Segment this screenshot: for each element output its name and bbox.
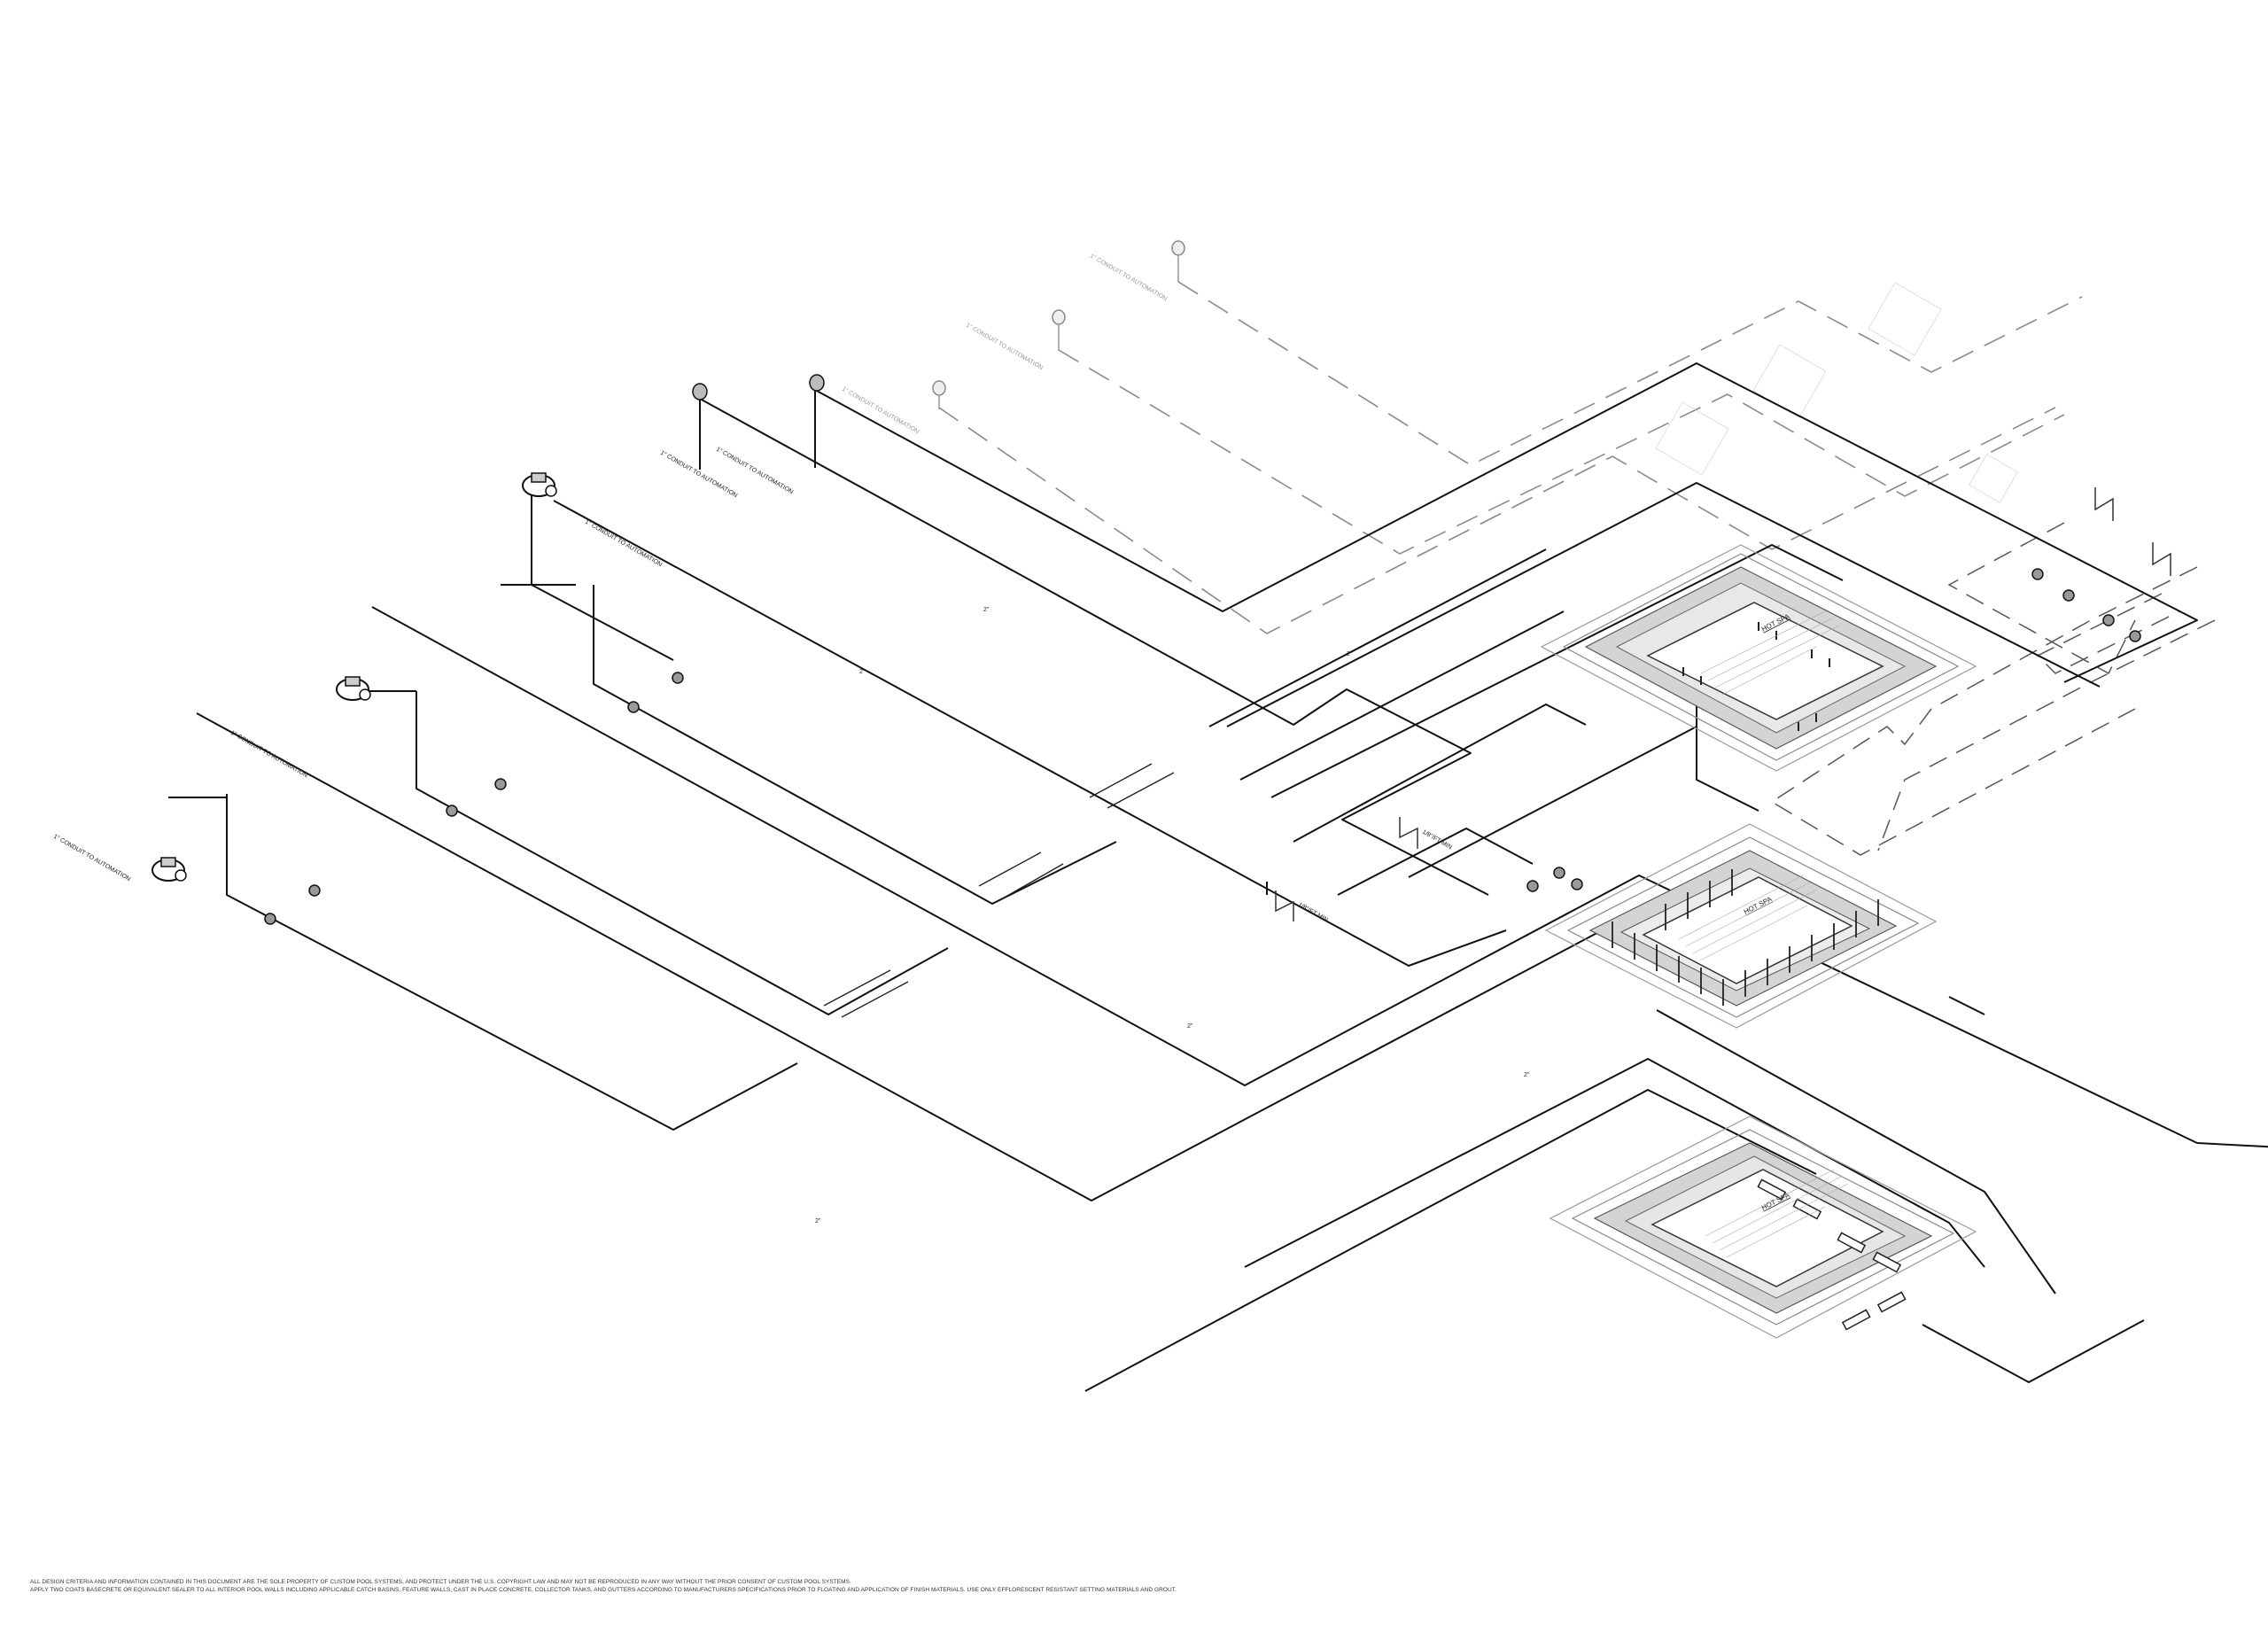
spa-basin-3: HOT SPA [1549, 1116, 1977, 1339]
spa-basin-1: HOT SPA [1540, 544, 1977, 772]
faded-note-block [1655, 282, 2018, 503]
basin-note [1700, 610, 1840, 696]
slope-label: 1/8"/FT MIN [1297, 902, 1329, 924]
valve-icon [446, 805, 458, 817]
temp-sensor-icon [1171, 240, 1185, 282]
pipe-size-tag: 2" [815, 1218, 821, 1225]
basin-note [1678, 875, 1818, 961]
equipment-set-1: 1" CONDUIT TO AUTOMATION 1" CONDUIT TO A… [522, 374, 825, 713]
pipe-size-tag: 2" [1347, 651, 1353, 657]
temp-sensor-icon [809, 374, 825, 392]
basin-sensor-cluster [1526, 568, 2141, 892]
faded-sensor-group: 1" CONDUIT TO AUTOMATION 1" CONDUIT TO A… [841, 240, 2018, 503]
supply-return-piping [168, 362, 2268, 1392]
slope-label: 1/8"/FT MIN [1421, 829, 1453, 851]
footer-copyright: ALL DESIGN CRITERIA AND INFORMATION CONT… [30, 1579, 851, 1585]
faded-dashed-piping [938, 281, 2216, 856]
valve-icon [672, 672, 684, 684]
basin-note [1705, 1169, 1849, 1258]
pipe-size-tags: 2" 2" 2" 2" 2" 2" [815, 607, 1530, 1225]
valve-icon [308, 884, 321, 897]
valve-icon [627, 701, 640, 713]
conduit-label-faded: 1" CONDUIT TO AUTOMATION [1089, 253, 1168, 303]
pump-icon [522, 472, 557, 497]
temp-sensor-icon [1052, 309, 1066, 351]
conduit-label: 1" CONDUIT TO AUTOMATION [584, 519, 663, 569]
pump-icon [151, 857, 187, 882]
equipment-set-3: 1" CONDUIT TO AUTOMATION [52, 834, 321, 925]
conduit-label: 1" CONDUIT TO AUTOMATION [229, 730, 308, 780]
valve-icon [494, 778, 507, 790]
temp-sensor-icon [692, 383, 708, 400]
valve-icon [264, 913, 276, 925]
pump-icon [336, 676, 371, 701]
pipe-size-tag: 2" [1524, 1072, 1530, 1078]
footer-sealer-note: APPLY TWO COATS BASECRETE OR EQUIVALENT … [30, 1587, 1177, 1593]
equipment-set-2: 1" CONDUIT TO AUTOMATION [229, 676, 507, 817]
pipe-size-tag: 2" [859, 669, 866, 675]
pipe-size-tag: 2" [1187, 1023, 1193, 1030]
spa-basin-2: HOT SPA [1544, 823, 1938, 1029]
temp-sensor-icon [932, 380, 946, 409]
conduit-label: 1" CONDUIT TO AUTOMATION [52, 834, 131, 883]
conduit-label-faded: 1" CONDUIT TO AUTOMATION [965, 323, 1044, 372]
pipe-size-tag: 2" [983, 607, 990, 613]
